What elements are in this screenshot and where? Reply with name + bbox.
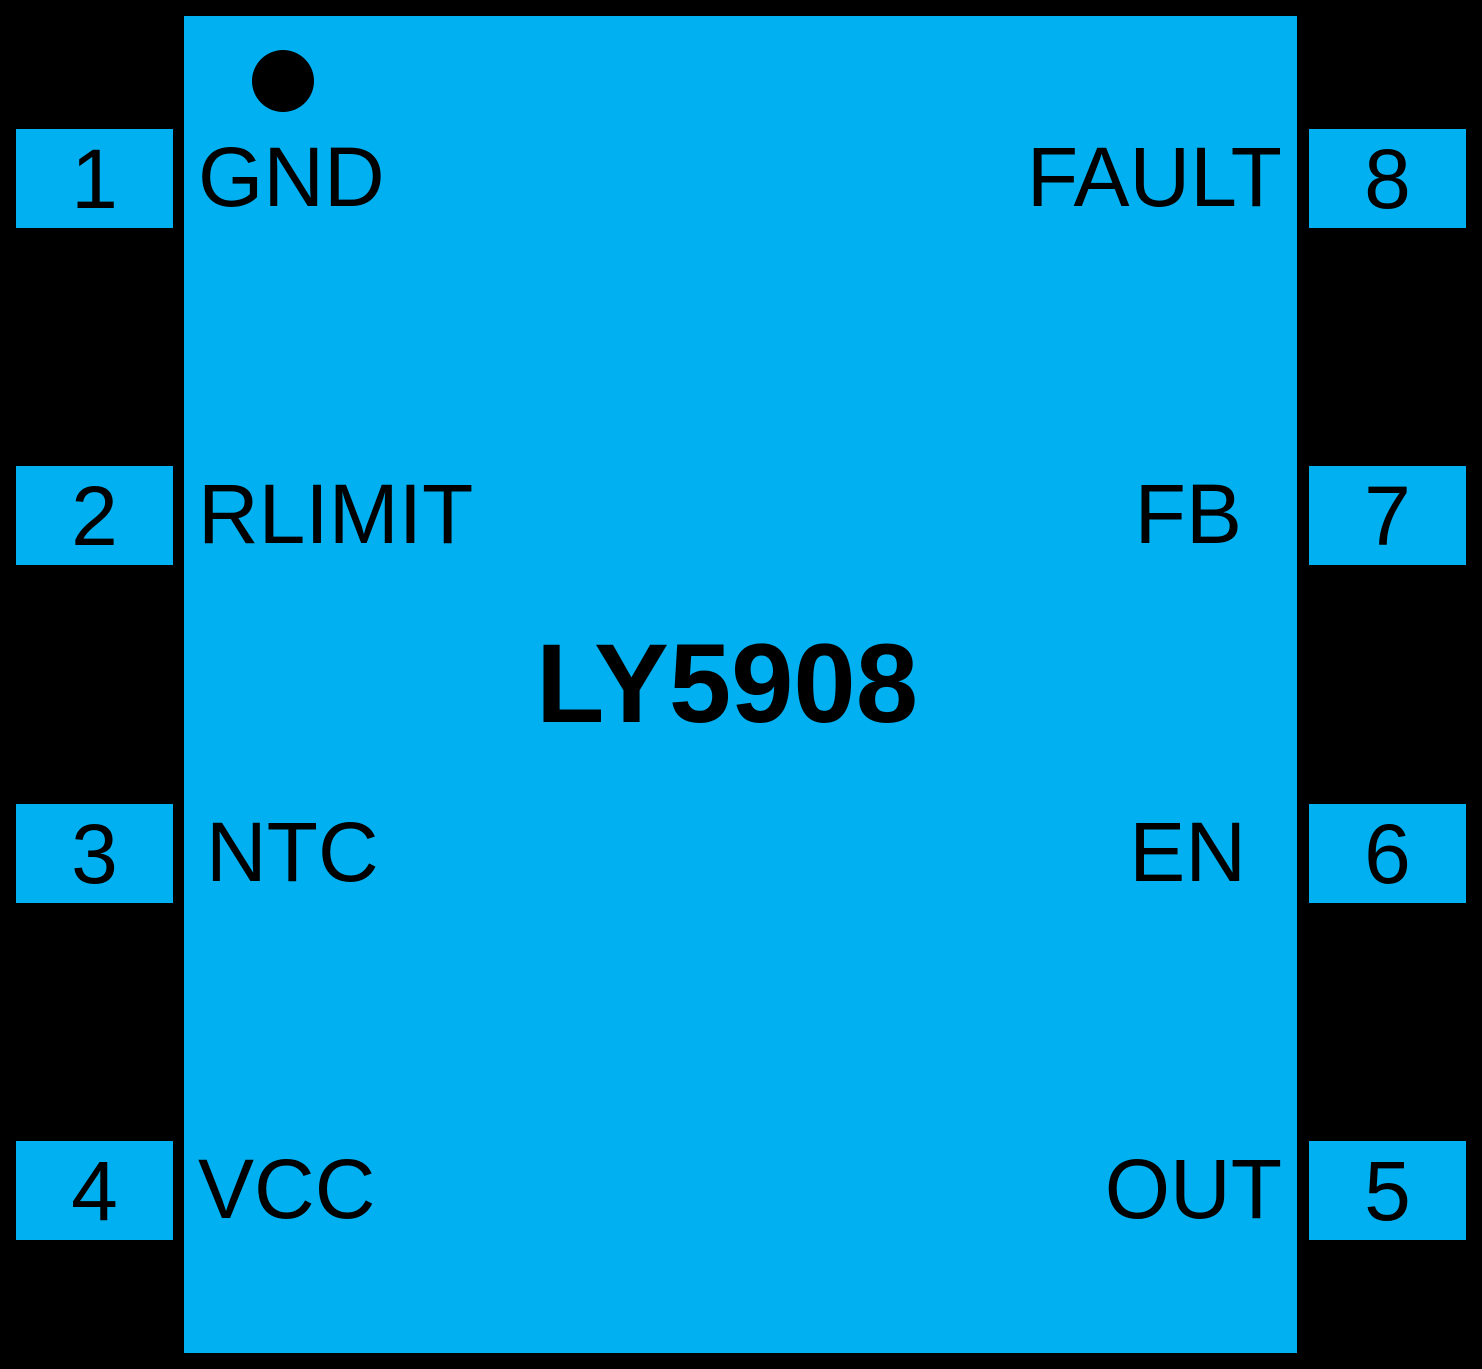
part-number: LY5908 xyxy=(536,621,918,746)
pin-8-label: FAULT xyxy=(1026,130,1282,224)
pin-2-number: 2 xyxy=(71,468,118,563)
pin-2-label: RLIMIT xyxy=(198,467,474,561)
pin-1-number: 1 xyxy=(71,131,118,226)
pin-7-label: FB xyxy=(1134,467,1242,561)
pin-5-label: OUT xyxy=(1104,1142,1282,1236)
pin-5-pad: 5 xyxy=(1309,1141,1466,1240)
pin-3-number: 3 xyxy=(71,806,118,901)
pin-6-label: EN xyxy=(1129,805,1246,899)
pin-3-pad: 3 xyxy=(16,804,173,903)
pin-7-pad: 7 xyxy=(1309,466,1466,565)
pin-2-pad: 2 xyxy=(16,466,173,565)
pin-8-number: 8 xyxy=(1364,131,1411,226)
pin-4-pad: 4 xyxy=(16,1141,173,1240)
pin-6-number: 6 xyxy=(1364,806,1411,901)
pin-4-number: 4 xyxy=(71,1143,118,1238)
chip-body xyxy=(184,16,1297,1353)
pin-7-number: 7 xyxy=(1364,468,1411,563)
pin-4-label: VCC xyxy=(198,1142,376,1236)
pin-8-pad: 8 xyxy=(1309,129,1466,228)
pin-6-pad: 6 xyxy=(1309,804,1466,903)
pin-3-label: NTC xyxy=(206,805,379,899)
pin-1-pad: 1 xyxy=(16,129,173,228)
pin-1-label: GND xyxy=(198,130,385,224)
pin1-indicator-dot-icon xyxy=(252,50,314,112)
pin-5-number: 5 xyxy=(1364,1143,1411,1238)
